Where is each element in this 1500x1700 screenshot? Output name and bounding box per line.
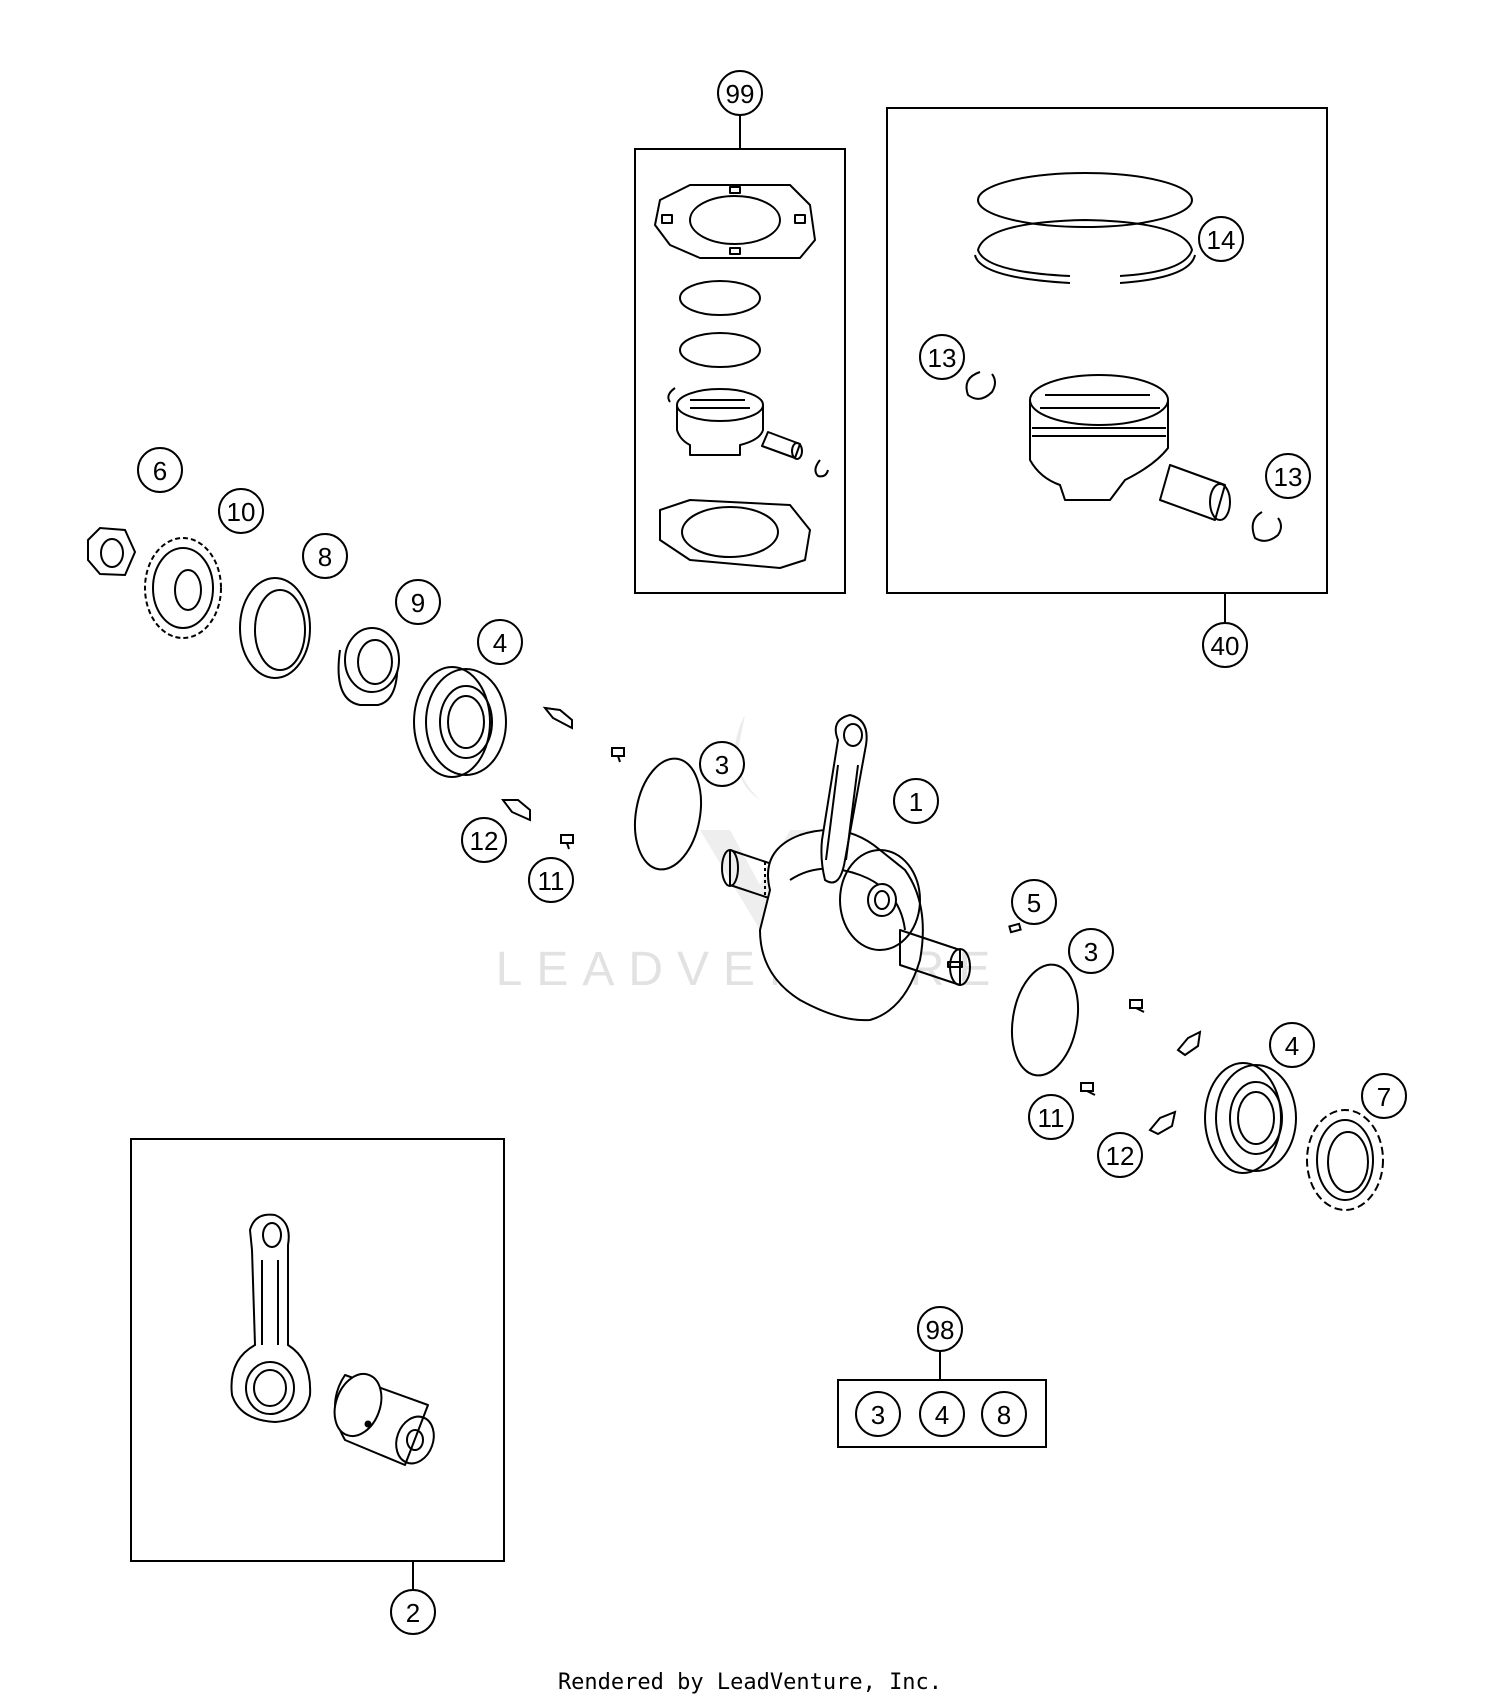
render-credit: Rendered by LeadVenture, Inc. — [557, 1670, 943, 1695]
svg-text:14: 14 — [1207, 225, 1236, 255]
piston-pin-icon — [1159, 464, 1231, 521]
watermark: LEADVENTURE — [496, 715, 1005, 996]
svg-text:13: 13 — [1274, 462, 1303, 492]
svg-text:40: 40 — [1211, 631, 1240, 661]
svg-text:99: 99 — [726, 79, 755, 109]
callout-4[interactable]: 4 — [1269, 1022, 1315, 1068]
kit-item-8[interactable]: 8 — [981, 1391, 1027, 1437]
callout-9[interactable]: 9 — [395, 579, 441, 625]
callout-40[interactable]: 40 — [1202, 622, 1248, 668]
callout-13[interactable]: 13 — [919, 334, 965, 380]
watermark-text: LEADVENTURE — [496, 943, 1005, 996]
callout-2[interactable]: 2 — [390, 1589, 436, 1635]
ball-bearing-icon — [413, 666, 507, 778]
piston-rings-icon — [974, 172, 1196, 284]
lock-plate-icon — [501, 799, 531, 822]
ball-bearing-icon — [1204, 1062, 1297, 1174]
connecting-rod-kit-box — [130, 1138, 505, 1590]
svg-text:1: 1 — [909, 787, 923, 817]
callout-98[interactable]: 98 — [917, 1306, 963, 1352]
kit-item-3[interactable]: 3 — [855, 1391, 901, 1437]
callout-13[interactable]: 13 — [1265, 453, 1311, 499]
callout-14[interactable]: 14 — [1198, 216, 1244, 262]
hex-nut-icon — [87, 526, 137, 577]
svg-text:6: 6 — [153, 456, 167, 486]
svg-text:9: 9 — [411, 588, 425, 618]
shim-ring-icon — [634, 757, 702, 871]
callout-12[interactable]: 12 — [1097, 1132, 1143, 1178]
svg-text:11: 11 — [1038, 1103, 1065, 1133]
callout-1[interactable]: 1 — [893, 778, 939, 824]
collar-nut-icon — [1306, 1109, 1384, 1211]
piston-ring-icon — [679, 332, 761, 368]
svg-text:8: 8 — [318, 542, 332, 572]
lock-plate-icon — [1148, 1110, 1177, 1136]
circlip-icon — [667, 387, 676, 403]
screw-icon — [560, 834, 574, 850]
head-gasket-icon — [654, 184, 816, 259]
svg-text:3: 3 — [1084, 937, 1098, 967]
piston-kit-box — [886, 107, 1328, 623]
svg-text:12: 12 — [470, 826, 499, 856]
svg-text:3: 3 — [871, 1400, 885, 1430]
callout-5[interactable]: 5 — [1011, 879, 1057, 925]
svg-text:10: 10 — [227, 497, 256, 527]
svg-text:8: 8 — [997, 1400, 1011, 1430]
piston-icon — [1029, 374, 1169, 501]
callout-3[interactable]: 3 — [1068, 928, 1114, 974]
kit-item-4[interactable]: 4 — [919, 1391, 965, 1437]
callout-3[interactable]: 3 — [699, 741, 745, 787]
woodruff-key-icon — [1008, 922, 1022, 934]
lock-plate-icon — [542, 706, 573, 730]
circlip-icon — [1251, 511, 1282, 542]
svg-text:98: 98 — [926, 1315, 955, 1345]
shim-ring-icon — [1011, 963, 1079, 1077]
crankshaft-icon — [721, 713, 971, 1022]
svg-text:5: 5 — [1027, 888, 1041, 918]
piston-ring-icon — [679, 280, 761, 316]
bearing-kit-group — [837, 1351, 1047, 1448]
crank-pin-icon — [333, 1373, 435, 1466]
base-gasket-icon — [659, 499, 811, 569]
callout-6[interactable]: 6 — [137, 447, 183, 493]
callout-4[interactable]: 4 — [477, 619, 523, 665]
gasket-kit-box — [634, 115, 846, 594]
callout-8[interactable]: 8 — [302, 533, 348, 579]
gear-icon — [144, 537, 222, 639]
callout-12[interactable]: 12 — [461, 817, 507, 863]
svg-text:3: 3 — [715, 750, 729, 780]
callout-10[interactable]: 10 — [218, 488, 264, 534]
svg-text:2: 2 — [406, 1598, 420, 1628]
spacer-bushing-icon — [337, 627, 400, 706]
piston-icon — [676, 388, 764, 456]
callout-11[interactable]: 11 — [528, 857, 574, 903]
callout-99[interactable]: 99 — [717, 70, 763, 116]
lock-plate-icon — [1176, 1030, 1202, 1057]
callout-11[interactable]: 11 — [1028, 1094, 1074, 1140]
svg-text:13: 13 — [928, 343, 957, 373]
circlip-icon — [965, 371, 996, 400]
circlip-icon — [814, 459, 829, 478]
piston-pin-icon — [761, 431, 803, 460]
svg-text:4: 4 — [493, 628, 507, 658]
shaft-seal-icon — [239, 577, 311, 679]
svg-text:4: 4 — [935, 1400, 949, 1430]
svg-text:7: 7 — [1377, 1082, 1391, 1112]
connecting-rod-icon — [230, 1213, 312, 1424]
svg-text:4: 4 — [1285, 1031, 1299, 1061]
screw-icon — [611, 747, 625, 763]
callout-7[interactable]: 7 — [1361, 1073, 1407, 1119]
svg-text:12: 12 — [1106, 1141, 1135, 1171]
screw-icon — [1129, 999, 1145, 1013]
svg-text:11: 11 — [538, 866, 565, 896]
screw-icon — [1080, 1082, 1096, 1096]
